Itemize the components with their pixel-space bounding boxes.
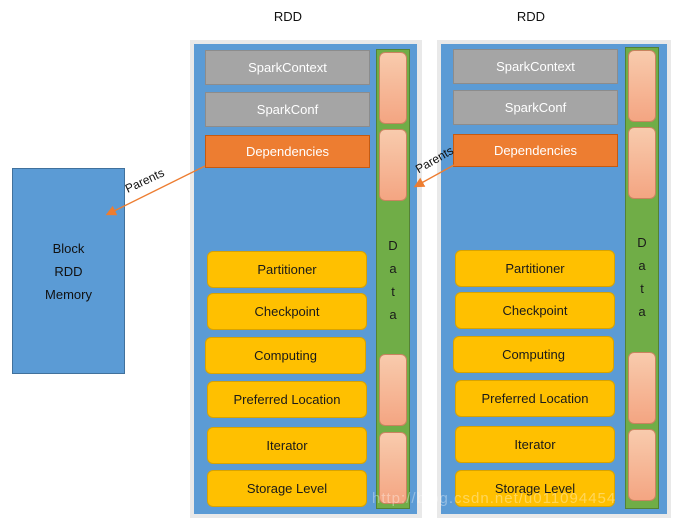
computing-box-1: Computing	[205, 337, 366, 374]
data-letter: a	[389, 307, 397, 322]
data-cell-2d	[628, 429, 656, 501]
storage-level-box-1: Storage Level	[207, 470, 367, 507]
iterator-box-1: Iterator	[207, 427, 367, 464]
watermark-text: http://blog.csdn.net/u011094454	[372, 490, 617, 507]
block-label: Block	[52, 240, 85, 256]
memory-label: Memory	[45, 286, 92, 302]
parents-arrow-2	[413, 164, 455, 188]
dependencies-box-2: Dependencies	[453, 134, 618, 167]
iterator-box-2: Iterator	[455, 426, 615, 463]
data-letter: t	[391, 284, 395, 299]
checkpoint-box-2: Checkpoint	[455, 292, 615, 329]
data-cell-1d	[379, 432, 407, 504]
data-label-2: D a t a	[634, 231, 650, 323]
rdd-title-1: RDD	[273, 9, 303, 24]
data-letter: D	[388, 238, 398, 253]
sparkconf-box-2: SparkConf	[453, 90, 618, 125]
data-letter: a	[638, 304, 646, 319]
data-cell-2a	[628, 50, 656, 122]
data-cell-1a	[379, 52, 407, 124]
computing-box-2: Computing	[453, 336, 614, 373]
data-cell-2c	[628, 352, 656, 424]
data-letter: a	[389, 261, 397, 276]
parents-arrow-1	[105, 165, 206, 216]
rdd-title-2: RDD	[516, 9, 546, 24]
data-label-1: D a t a	[385, 234, 401, 326]
data-cell-1b	[379, 129, 407, 201]
sparkcontext-box-2: SparkContext	[453, 49, 618, 84]
preferred-location-box-2: Preferred Location	[455, 380, 615, 417]
data-letter: t	[640, 281, 644, 296]
data-cell-2b	[628, 127, 656, 199]
sparkconf-box-1: SparkConf	[205, 92, 370, 127]
partitioner-box-2: Partitioner	[455, 250, 615, 287]
checkpoint-box-1: Checkpoint	[207, 293, 367, 330]
data-letter: D	[637, 235, 647, 250]
block-rdd-memory-box: Block RDD Memory	[12, 168, 125, 374]
dependencies-box-1: Dependencies	[205, 135, 370, 168]
data-letter: a	[638, 258, 646, 273]
preferred-location-box-1: Preferred Location	[207, 381, 367, 418]
partitioner-box-1: Partitioner	[207, 251, 367, 288]
storage-level-box-2: Storage Level	[455, 470, 615, 507]
data-cell-1c	[379, 354, 407, 426]
sparkcontext-box-1: SparkContext	[205, 50, 370, 85]
rdd-label: RDD	[54, 263, 83, 279]
